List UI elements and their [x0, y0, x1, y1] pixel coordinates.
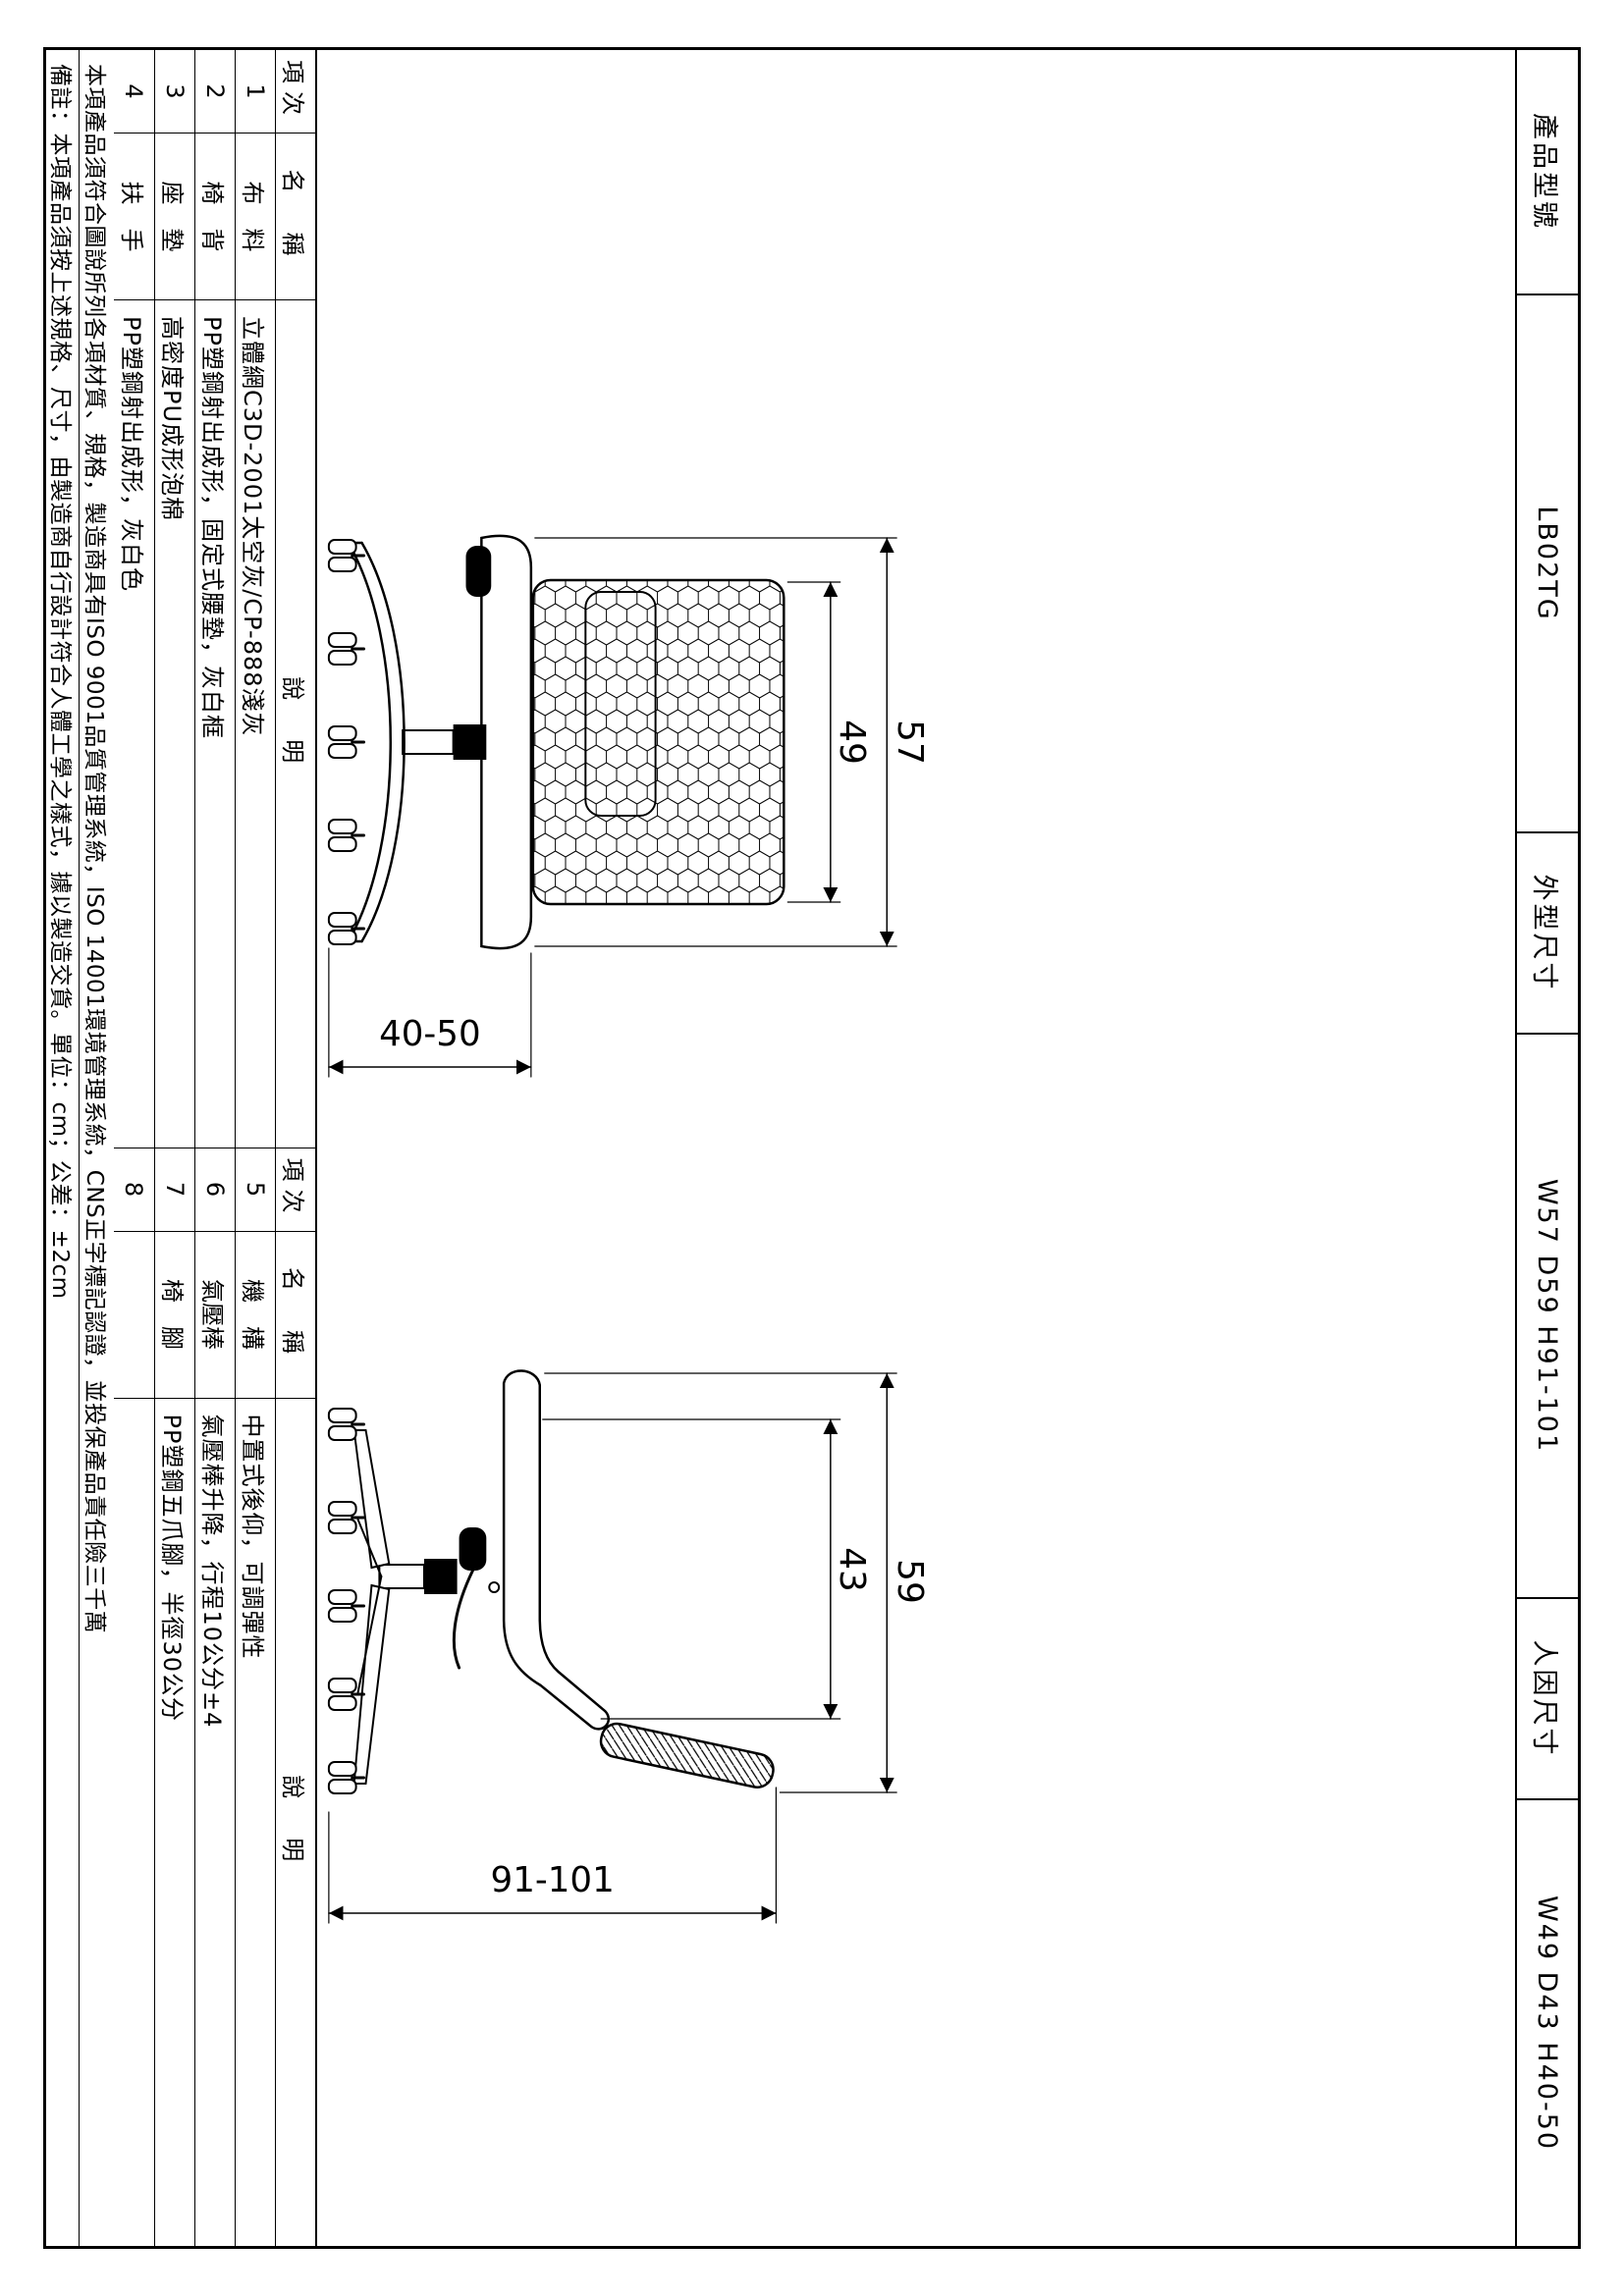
t1-header-item-no: 項次 — [275, 50, 315, 133]
product-model-label: 產品型號 — [1517, 50, 1578, 295]
t2-row7-name: 椅 腳 — [154, 1231, 194, 1399]
gas-column-side — [378, 1564, 425, 1589]
t2-row6-name: 氣壓棒 — [194, 1231, 235, 1399]
parts-tables: 項次 名 稱 說 明 1 布 料 立體網C3D-2001太空灰/CP-888淺灰… — [114, 50, 317, 2246]
t1-row2-no: 2 — [194, 50, 235, 133]
lumbar-frame — [584, 591, 657, 817]
t2-row7-desc: PP塑鋼五爪腳，半徑30公分 — [154, 1398, 194, 2246]
t1-row1-no: 1 — [235, 50, 275, 133]
gas-column-front — [402, 729, 455, 755]
t1-row1-desc: 立體網C3D-2001太空灰/CP-888淺灰 — [235, 300, 275, 1148]
front-view-drawing: 57 49 — [327, 534, 930, 1078]
gas-column-top-side — [423, 1559, 458, 1594]
base-legs-front — [360, 541, 406, 943]
dim-side-total-height: 91-101 — [328, 1787, 778, 1924]
t1-row2-desc: PP塑鋼射出成形，固定式腰墊，灰白框 — [194, 300, 235, 1148]
product-model-value: LB02TG — [1517, 295, 1578, 833]
t2-row5-no: 5 — [235, 1148, 275, 1232]
t1-row3-no: 3 — [154, 50, 194, 133]
dim-front-seat-height: 40-50 — [328, 947, 532, 1078]
t2-row6-desc: 氣壓棒升降，行程10公分±4 — [194, 1398, 235, 2246]
mesh-backrest — [531, 578, 785, 906]
lever-knob-side — [459, 1527, 487, 1571]
t2-row8-desc — [114, 1399, 154, 2247]
note-line-2: 備註：本項產品須按上述規格、尺寸，由製造商自行設計符合人體工學之樣式，據以製造交… — [46, 50, 81, 2246]
t2-row7-no: 7 — [154, 1148, 194, 1232]
t1-row4-no: 4 — [114, 50, 154, 133]
pivot-bolt — [488, 1581, 501, 1593]
drawing-area: 57 49 — [317, 50, 1515, 2246]
t1-row3-name: 座 墊 — [154, 133, 194, 300]
svg-text:43: 43 — [832, 1547, 872, 1592]
side-view-drawing: 59 43 — [327, 1369, 930, 1924]
dim-front-total-width: 57 — [534, 537, 930, 947]
backrest-side — [599, 1722, 775, 1789]
outer-dimensions-value: W57 D59 H91-101 — [1517, 1035, 1578, 1599]
parts-table-1: 項次 名 稱 說 明 1 布 料 立體網C3D-2001太空灰/CP-888淺灰… — [114, 50, 315, 1148]
t2-row5-desc: 中置式後仰，可調彈性 — [235, 1398, 275, 2246]
t1-header-name: 名 稱 — [275, 133, 315, 300]
dim-side-seat-depth: 43 — [542, 1418, 872, 1720]
svg-text:49: 49 — [832, 720, 872, 765]
outer-dimensions-label: 外型尺寸 — [1517, 833, 1578, 1035]
t2-row5-name: 機 構 — [235, 1231, 275, 1399]
title-block: 產品型號 LB02TG 外型尺寸 W57 D59 H91-101 人因尺寸 W4… — [1515, 50, 1578, 2246]
note-line-1: 本項產品須符合圖說所列各項材質、規格，製造商具有ISO 9001品質管理系統，I… — [81, 64, 107, 1634]
base-leg-front-side — [352, 1429, 391, 1570]
sheet-border-frame: 產品型號 LB02TG 外型尺寸 W57 D59 H91-101 人因尺寸 W4… — [43, 47, 1581, 2249]
remarks-block: 本項產品須符合圖說所列各項材質、規格，製造商具有ISO 9001品質管理系統，I… — [46, 50, 114, 2246]
t1-row1-name: 布 料 — [235, 133, 275, 300]
t1-row4-name: 扶 手 — [114, 133, 154, 300]
lever-knob-front — [465, 546, 492, 597]
svg-text:59: 59 — [890, 1559, 930, 1604]
dim-front-seat-width: 49 — [786, 581, 872, 903]
chair-drawings: 57 49 — [327, 534, 930, 1924]
parts-table-2: 項次 名 稱 說 明 5 機 構 中置式後仰，可調彈性 6 氣壓棒 氣壓棒升降，… — [114, 1148, 315, 2247]
svg-text:57: 57 — [890, 720, 930, 765]
t2-header-description: 說 明 — [275, 1398, 315, 2246]
t1-row3-desc: 高密度PU成形泡棉 — [154, 300, 194, 1148]
t2-header-item-no: 項次 — [275, 1148, 315, 1232]
t1-row4-desc: PP塑鋼射出成形，灰白色 — [114, 300, 154, 1148]
t1-row2-name: 椅 背 — [194, 133, 235, 300]
t1-header-description: 說 明 — [275, 300, 315, 1148]
t2-row8-no: 8 — [114, 1148, 154, 1232]
seat-side — [502, 1369, 611, 1731]
svg-text:40-50: 40-50 — [379, 1014, 481, 1054]
lever-arm — [452, 1569, 474, 1670]
t2-header-name: 名 稱 — [275, 1231, 315, 1399]
seat-front — [480, 534, 533, 950]
dim-side-total-depth: 59 — [544, 1372, 930, 1793]
ergo-dimensions-value: W49 D43 H40-50 — [1532, 1895, 1563, 2152]
t2-row6-no: 6 — [194, 1148, 235, 1232]
gas-column-top-front — [453, 724, 487, 760]
ergo-dimensions-label: 人因尺寸 — [1517, 1599, 1578, 1800]
svg-text:91-101: 91-101 — [491, 1860, 615, 1900]
t2-row8-name — [114, 1231, 154, 1399]
